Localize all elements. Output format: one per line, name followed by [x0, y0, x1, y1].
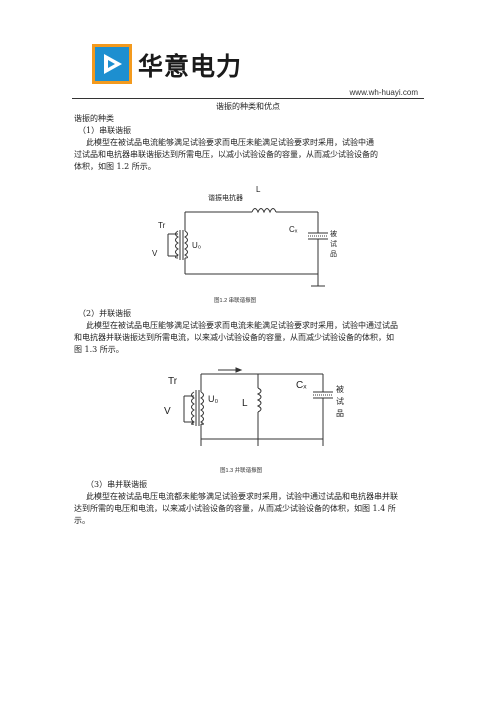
- parallel-resonance-diagram: Tr U₀ V L Cₓ 被 试 品: [164, 367, 344, 446]
- s2-line3: 图 1.3 所示。: [74, 345, 124, 354]
- s3-line1: 此模型在被试品电压电流都未能够满足试验要求时采用，试验中通过试品和电抗器串并联: [86, 492, 398, 501]
- s1-heading: （1）串联谐振: [78, 126, 132, 135]
- fig2-dut-3: 品: [336, 409, 344, 418]
- fig2-u0-label: U₀: [208, 394, 218, 404]
- fig1-dut-1: 被: [330, 229, 337, 238]
- s3-line3: 示。: [74, 516, 90, 525]
- reactor-label: 谐振电抗器: [208, 193, 243, 202]
- shunt-inductor: [256, 387, 262, 413]
- fig1-u0-label: U₀: [192, 241, 201, 250]
- fig1-cx-label: Cₓ: [289, 225, 298, 234]
- fig1-dut-2: 试: [330, 239, 337, 248]
- site-url[interactable]: www.wh-huayi.com: [349, 88, 418, 97]
- s1-line2: 过试品和电抗器串联谐振达到所需电压，以减小试验设备的容量，从而减少试验设备的: [74, 150, 378, 159]
- s2-line1: 此模型在被试品电压能够满足试验要求而电流未能满足试验要求时采用，试验中通过试品: [86, 321, 398, 330]
- s1-line1: 此模型在被试品电流能够满足试验要求而电压未能满足试验要求时采用，试验中通: [86, 138, 374, 147]
- capacitor-cx: [308, 232, 328, 240]
- s3-heading: （3）串并联谐振: [86, 480, 148, 489]
- series-resonance-diagram: 谐振电抗器 L Tr U₀ V Cₓ 被 试 品: [152, 185, 337, 287]
- logo-mark-icon: [92, 44, 132, 84]
- fig1-inductor-label: L: [256, 185, 261, 194]
- doc-title: 谐振的种类和优点: [216, 102, 280, 111]
- logo-text: 华意电力: [138, 52, 243, 81]
- fig2-caption: 图1.3 并联谐振图: [220, 468, 263, 474]
- s3-line2: 达到所需的电压和电流，以来减小试验设备的容量，从而减少试验设备的体积，如图 1.…: [74, 504, 396, 513]
- series-inductor: [251, 208, 277, 214]
- fig1-caption: 图1.2 串联谐振图: [214, 298, 257, 304]
- s1-line3: 体积，如图 1.2 所示。: [74, 162, 156, 171]
- fig2-tr-label: Tr: [168, 376, 178, 387]
- fig2-cx-label: Cₓ: [296, 380, 307, 391]
- s2-heading: （2）并联谐振: [78, 309, 132, 318]
- transformer-tr: [183, 390, 204, 426]
- company-logo: 华意电力: [92, 44, 252, 84]
- current-arrow: [218, 367, 243, 373]
- fig2-inductor-label: L: [242, 398, 248, 409]
- section-heading: 谐振的种类: [74, 114, 114, 123]
- header-divider: [72, 98, 424, 99]
- transformer-tr: [167, 230, 188, 260]
- s2-line2: 和电抗器并联谐振达到所需电流，以来减小试验设备的容量，从而减少试验设备的体积，如: [74, 333, 394, 342]
- fig1-tr-label: Tr: [158, 221, 166, 230]
- capacitor-cx: [313, 391, 333, 399]
- fig2-dut-1: 被: [336, 384, 344, 394]
- fig2-dut-2: 试: [336, 396, 344, 406]
- fig2-v-label: V: [164, 406, 171, 417]
- fig1-dut-3: 品: [330, 250, 337, 258]
- fig1-v-label: V: [152, 249, 158, 258]
